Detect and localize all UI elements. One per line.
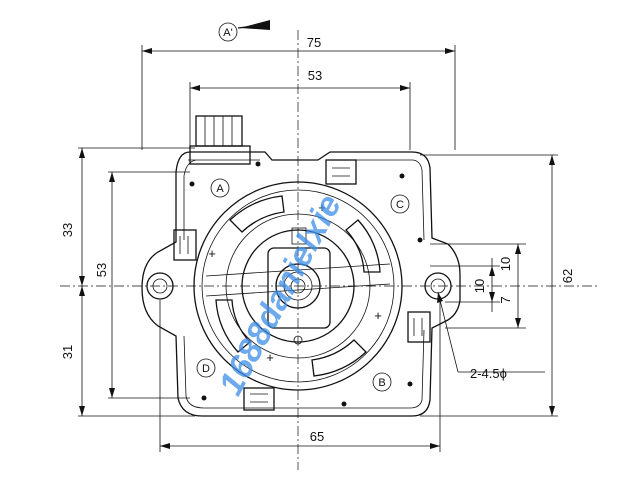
mounting-hole-left-icon — [146, 272, 174, 300]
dimension-right-62: 62 — [420, 154, 575, 417]
connector-pins — [189, 115, 261, 167]
svg-text:+: + — [266, 350, 274, 365]
dim-label-10-b: 10 — [498, 257, 513, 271]
dimension-top-53: 53 — [189, 68, 411, 150]
hole-note: 2-4.5ϕ — [437, 291, 545, 381]
port-label-c: C — [396, 199, 404, 211]
dimension-right-small: 10 10 7 — [430, 243, 526, 329]
dim-label-53-top: 53 — [308, 68, 322, 83]
dimension-top-75: 75 — [141, 35, 456, 150]
dim-label-7: 7 — [498, 296, 513, 303]
view-marker-label: A' — [223, 27, 232, 39]
hole-note-label: 2-4.5ϕ — [470, 366, 507, 381]
port-label-d: D — [202, 363, 210, 375]
dim-label-65: 65 — [310, 429, 324, 444]
terminal-dots — [189, 173, 423, 407]
center-shaft — [267, 227, 331, 345]
switch-right-icon — [407, 311, 431, 343]
dimension-bottom-65: 65 — [159, 300, 441, 452]
dim-label-75: 75 — [307, 35, 321, 50]
micro-switches — [173, 159, 431, 411]
dim-label-10-a: 10 — [472, 279, 487, 293]
watermark-text: 1688danielxie — [212, 188, 349, 401]
svg-text:+: + — [318, 200, 326, 215]
port-label-a: A — [216, 183, 224, 195]
mounting-hole-right-icon — [424, 272, 452, 300]
switch-left-icon — [173, 229, 197, 261]
svg-text:+: + — [374, 308, 382, 323]
dimension-left-outer: 33 31 — [60, 147, 195, 417]
port-labels: A C D B — [196, 178, 410, 392]
housing-outline — [141, 151, 461, 417]
mounting-holes — [146, 272, 452, 300]
switch-bottom-icon — [243, 387, 275, 411]
switch-top-icon — [325, 159, 357, 185]
port-label-b: B — [378, 377, 385, 389]
dimension-left-53: 53 — [94, 171, 190, 399]
switch-body: + + + + — [193, 181, 403, 391]
dim-label-33: 33 — [60, 223, 75, 237]
dim-label-53-left: 53 — [94, 263, 109, 277]
dim-label-62: 62 — [560, 269, 575, 283]
dim-label-31: 31 — [60, 345, 75, 359]
svg-text:+: + — [208, 246, 216, 261]
view-marker: A' — [218, 20, 271, 42]
view-arrow-icon — [240, 20, 270, 30]
